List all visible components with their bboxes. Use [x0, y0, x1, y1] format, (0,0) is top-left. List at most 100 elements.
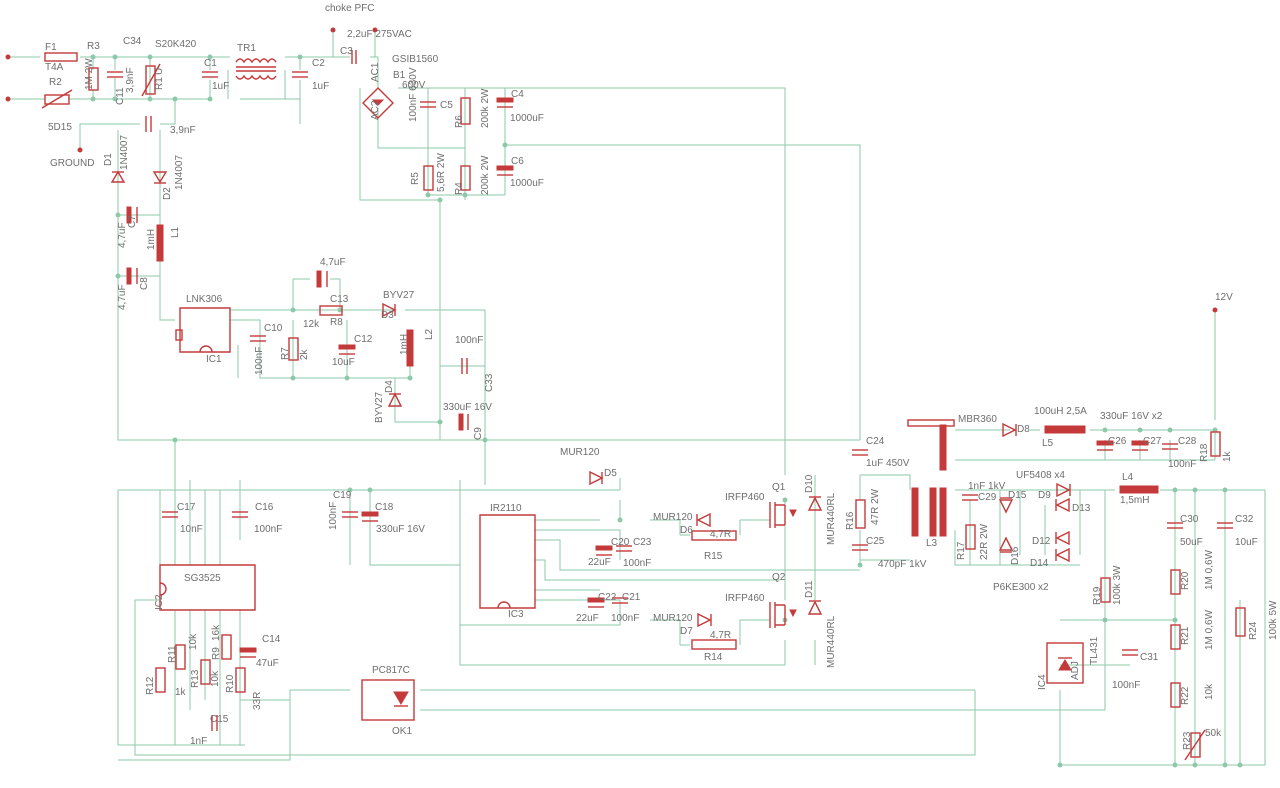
- label-d13: D13: [1072, 503, 1091, 514]
- label-r6-val: 200k 2W: [480, 88, 491, 128]
- capacitor-c6: [496, 165, 514, 176]
- label-c28-val: 100nF: [1168, 459, 1196, 470]
- label-r8: R8: [330, 317, 343, 328]
- diode-d4: [387, 392, 403, 407]
- label-f1-val: T4A: [45, 62, 64, 73]
- label-c26: C26: [1108, 436, 1127, 447]
- label-c7: C7: [127, 215, 138, 228]
- label-c31-val: 100nF: [1112, 680, 1140, 691]
- label-r13-val: 10k: [188, 633, 199, 650]
- label-d10: D10: [804, 474, 815, 493]
- label-l2: L2: [424, 328, 435, 340]
- wires: [8, 30, 1266, 766]
- label-l4-val: 1,5mH: [1120, 495, 1149, 506]
- label-l3: L3: [926, 538, 938, 549]
- capacitor-c8: [126, 267, 138, 285]
- label-c19-val: 100nF: [328, 502, 339, 530]
- label-c5: C5: [440, 100, 453, 111]
- capacitor-c26: [1096, 440, 1114, 451]
- resistor-r5: [423, 165, 434, 191]
- resistor-r18: [1210, 431, 1221, 457]
- label-r10: R10: [225, 674, 236, 693]
- fuse-f1: [44, 52, 78, 62]
- capacitor-c10: [250, 335, 266, 342]
- label-q1: Q1: [772, 482, 786, 493]
- label-r12: R12: [145, 676, 156, 695]
- resistor-r9: [221, 634, 232, 660]
- label-c6-val: 1000uF: [510, 178, 544, 189]
- label-ic2: IC2: [154, 594, 165, 610]
- label-c9-val: 330uF 16V: [443, 402, 492, 413]
- potentiometer-r23: [1184, 729, 1206, 761]
- label-ok1: OK1: [392, 726, 412, 737]
- label-l1-val: 1mH: [146, 229, 157, 250]
- label-r9: R9: [211, 647, 222, 660]
- label-r14-val: 4,7R: [710, 630, 731, 641]
- label-c16-val: 100nF: [254, 524, 282, 535]
- label-l2-val: 1mH: [399, 334, 410, 355]
- capacitor-c14: [239, 647, 257, 658]
- diode-d11: [807, 600, 823, 615]
- label-r15-val: 4,7R: [710, 529, 731, 540]
- label-c32: C32: [1235, 514, 1254, 525]
- inductor-l5: [1044, 425, 1086, 434]
- label-r3-val: 1M 2W: [84, 58, 95, 90]
- label-c17: C17: [177, 502, 196, 513]
- label-c17-val: 10nF: [180, 524, 203, 535]
- diode-d15: [998, 497, 1014, 514]
- label-ic1: IC1: [206, 354, 222, 365]
- capacitor-c31: [1122, 649, 1138, 656]
- label-c33: C33: [484, 373, 495, 392]
- label-c31: C31: [1140, 652, 1159, 663]
- label-c15: C15: [210, 714, 229, 725]
- label-l5: L5: [1042, 438, 1054, 449]
- label-r17-val: 22R 2W: [979, 523, 990, 560]
- label-r18-val: 1k: [1222, 450, 1233, 462]
- component-labels: choke PFC 2,2uF 275VAC F1 T4A R3 1M 2W C…: [45, 3, 1279, 750]
- label-r17: R17: [956, 541, 967, 560]
- label-tl431: TL431: [1089, 636, 1100, 665]
- label-r8-val: 12k: [303, 319, 320, 330]
- label-c10-val: 100nF: [254, 347, 265, 375]
- label-r1: R1: [154, 77, 165, 90]
- capacitor-c24: [852, 449, 868, 456]
- label-sg3525: SG3525: [184, 573, 221, 584]
- label-q2: Q2: [772, 572, 786, 583]
- mosfet-q1: [769, 502, 797, 528]
- label-c22-val: 22uF: [576, 613, 599, 624]
- label-r16-val: 47R 2W: [870, 488, 881, 525]
- ic-sg3525: [159, 564, 256, 611]
- label-mbr360: MBR360: [958, 414, 997, 425]
- label-irfp1: IRFP460: [725, 492, 765, 503]
- label-c8: C8: [139, 277, 150, 290]
- capacitor-c32: [1217, 522, 1233, 529]
- label-tr1: TR1: [237, 43, 256, 54]
- label-r5-val: 5,6R 2W: [436, 153, 447, 192]
- label-r11: R11: [167, 645, 178, 663]
- capacitor-c28: [1162, 443, 1178, 450]
- mosfet-q2: [769, 602, 797, 628]
- label-c18-val: 330uF 16V: [376, 524, 425, 535]
- label-c3: C3: [340, 46, 353, 57]
- label-mur120b: MUR120: [653, 512, 693, 523]
- label-r4-val: 200k 2W: [480, 155, 491, 195]
- label-c1: C1: [204, 58, 217, 69]
- diode-d2: [152, 171, 168, 184]
- label-f1: F1: [45, 42, 57, 53]
- label-c9: C9: [473, 427, 484, 440]
- varistor-r1: [141, 63, 161, 97]
- label-r20: R20: [1180, 571, 1191, 590]
- label-adj: ADJ: [1070, 661, 1081, 680]
- label-c22: C22: [598, 592, 617, 603]
- resistor-r17: [965, 524, 976, 550]
- label-r19-val: 100k 3W: [1112, 565, 1123, 605]
- label-c25: C25: [866, 536, 885, 547]
- label-r21-val: 1M 0,6W: [1204, 609, 1215, 650]
- label-c29: C29: [978, 492, 997, 503]
- label-ic3: IC3: [508, 609, 524, 620]
- label-bridge: GSIB1560: [392, 54, 439, 65]
- label-r21: R21: [1180, 626, 1191, 645]
- transformer-l3: [907, 419, 955, 537]
- resistor-r3: [88, 67, 99, 91]
